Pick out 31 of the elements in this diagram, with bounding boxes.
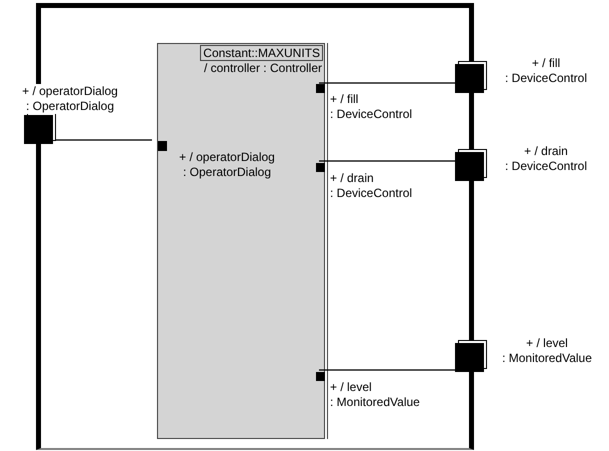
connector-line bbox=[53, 139, 152, 141]
port-label: + / level bbox=[330, 380, 373, 395]
connector-line bbox=[319, 369, 455, 371]
port-label: : MonitoredValue bbox=[502, 351, 592, 366]
connector-line bbox=[319, 160, 455, 162]
port-label: + / fill bbox=[330, 92, 360, 107]
port-label: + / operatorDialog bbox=[178, 150, 276, 165]
part-box bbox=[157, 43, 325, 439]
port-marker bbox=[158, 141, 167, 151]
port-label: : OperatorDialog bbox=[26, 99, 114, 114]
port-label: : DeviceControl bbox=[504, 159, 588, 174]
port-label: + / operatorDialog bbox=[22, 84, 118, 99]
port-label: : DeviceControl bbox=[504, 71, 588, 86]
port-square bbox=[455, 152, 484, 181]
port-square bbox=[24, 115, 53, 144]
connector-line bbox=[319, 82, 455, 84]
port-label: : DeviceControl bbox=[330, 107, 414, 122]
port-label: + / drain bbox=[330, 171, 375, 186]
port-marker bbox=[316, 84, 325, 93]
port-marker bbox=[316, 372, 325, 381]
port-label: + / level bbox=[526, 336, 568, 351]
constant-label: Constant::MAXUNITS bbox=[200, 45, 323, 61]
port-label: + / fill bbox=[532, 56, 560, 71]
port-label: + / drain bbox=[524, 144, 568, 159]
port-label: : DeviceControl bbox=[330, 186, 414, 201]
port-square bbox=[455, 343, 484, 372]
port-label: : OperatorDialog bbox=[182, 165, 272, 180]
part-name: / controller : Controller bbox=[204, 61, 323, 76]
port-marker bbox=[316, 163, 325, 172]
port-label: : MonitoredValue bbox=[330, 395, 421, 410]
port-square bbox=[455, 64, 484, 93]
